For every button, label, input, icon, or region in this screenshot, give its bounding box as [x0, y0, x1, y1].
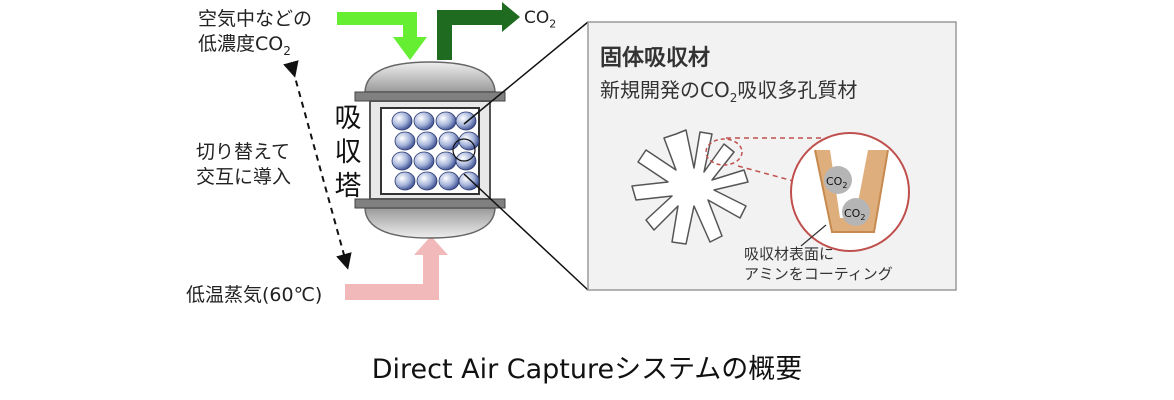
packing-bead [391, 151, 413, 171]
figure-caption: Direct Air Captureシステムの概要 [371, 354, 803, 385]
pore-zoom-circle [790, 132, 910, 252]
air-input-line1: 空気中などの [198, 8, 313, 30]
packing-bead [394, 131, 416, 151]
packing-bead [458, 171, 480, 191]
packing-bead [413, 151, 435, 171]
packing-bead [458, 131, 480, 151]
packing-bead [438, 131, 460, 151]
coating-pointer-line [800, 224, 827, 247]
pore-walls [814, 149, 889, 233]
switching-line1: 切り替えて [196, 141, 291, 163]
tower-bottom-cap [364, 207, 496, 239]
zoom-source-bead [452, 138, 476, 162]
tower-label-char1: 吸 [334, 103, 362, 134]
coating-line2: アミンをコーティング [744, 265, 893, 283]
air-input-label: 空気中などの 低濃度CO2 [198, 7, 312, 64]
air-input-line2: 低濃度CO2 [198, 33, 291, 58]
co2-output-label: CO2 [524, 8, 557, 31]
steam-input-label: 低温蒸気(60℃) [186, 284, 323, 306]
switching-line2: 交互に導入 [196, 166, 292, 188]
air-inflow-arrow [337, 12, 427, 60]
switching-label: 切り替えて 交互に導入 [196, 140, 291, 190]
packing-beads [391, 111, 480, 191]
panel-title: 固体吸収材 [600, 46, 711, 71]
tower-bottom-flange [354, 198, 506, 209]
porous-material-icon [631, 129, 749, 245]
packing-bead [416, 171, 438, 191]
tower-label-char2: 収 [334, 137, 362, 168]
tower-label-char3: 塔 [334, 171, 362, 202]
coating-label: 吸収材表面に アミンをコーティング [744, 244, 893, 284]
co2-outflow-arrow [437, 2, 520, 60]
zoom-line-bottom [463, 173, 589, 291]
coating-line1: 吸収材表面に [744, 245, 835, 263]
packing-bead [413, 111, 435, 131]
co2-molecule-label-lower: CO2 [844, 207, 865, 222]
highlighted-pore [705, 138, 743, 166]
steam-inflow-arrow [345, 236, 448, 300]
co2-molecule-label-upper: CO2 [826, 175, 847, 190]
tower-top-flange [354, 91, 506, 102]
tower-top-cap [364, 61, 496, 93]
packing-bead [435, 151, 457, 171]
packing-bead [416, 131, 438, 151]
packing-bead [391, 111, 413, 131]
packing-bead [394, 171, 416, 191]
panel-subtitle: 新規開発のCO2吸収多孔質材 [600, 78, 858, 105]
packing-bead [455, 111, 477, 131]
packing-bead [438, 171, 460, 191]
absorption-tower [354, 61, 506, 239]
co2-molecule-lower [842, 198, 870, 226]
zoom-line-top [463, 21, 589, 125]
packing-bead [435, 111, 457, 131]
switching-dashed-arrow [283, 60, 352, 270]
co2-molecule-upper [824, 166, 852, 194]
